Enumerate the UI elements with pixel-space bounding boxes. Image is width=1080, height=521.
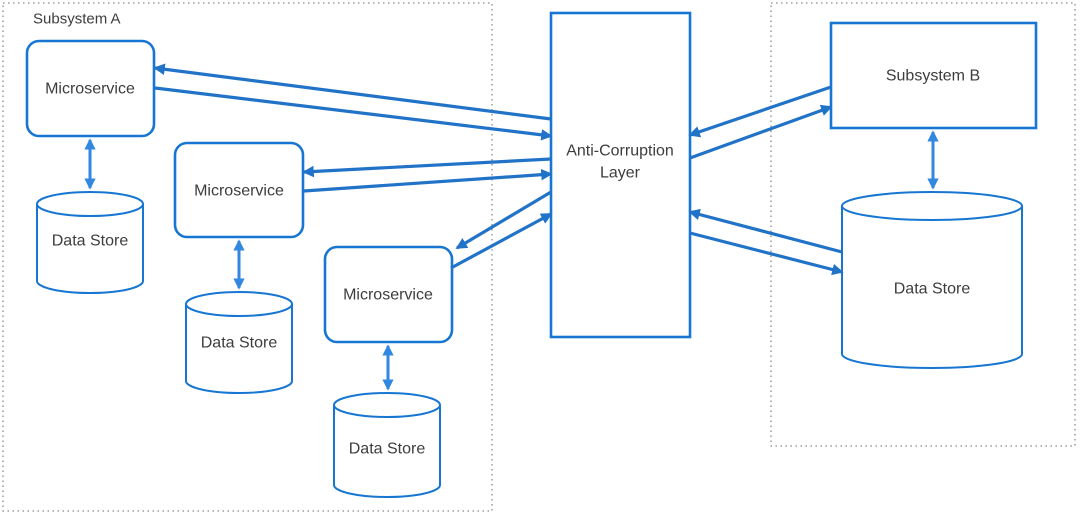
data-store-b-label: Data Store bbox=[894, 281, 971, 298]
data-store-2-label: Data Store bbox=[201, 335, 278, 352]
data-store-3-cylinder bbox=[333, 392, 441, 498]
connector-acl-to-subsystem-b bbox=[689, 104, 833, 160]
connector-microservice-3-to-acl bbox=[450, 212, 553, 270]
connector-acl-to-microservice-2 bbox=[302, 157, 552, 178]
microservice-2-label: Microservice bbox=[194, 183, 284, 200]
acl-label-line2: Layer bbox=[600, 165, 641, 182]
microservice-2-box bbox=[173, 141, 305, 239]
microservice-3-label: Microservice bbox=[343, 287, 433, 304]
subsystem-b-label: Subsystem B bbox=[886, 68, 980, 85]
acl-label-line1: Anti-Corruption bbox=[566, 143, 674, 160]
subsystem-b-box bbox=[829, 21, 1038, 130]
connector-subsystem-b-to-acl bbox=[688, 85, 832, 138]
data-store-2-cylinder bbox=[185, 291, 293, 394]
microservice-1-label: Microservice bbox=[45, 81, 135, 98]
subsystem-a-group-border bbox=[2, 2, 493, 512]
anti-corruption-layer-box bbox=[549, 11, 692, 339]
data-store-1-cylinder bbox=[36, 191, 144, 294]
microservice-3-box bbox=[323, 245, 454, 344]
subsystem-a-group-label: Subsystem A bbox=[33, 11, 121, 28]
connector-acl-to-microservice-3 bbox=[455, 190, 552, 250]
connector-acl-to-data-store-b bbox=[689, 231, 844, 276]
data-store-3-label: Data Store bbox=[349, 441, 426, 458]
data-store-b-cylinder bbox=[841, 191, 1023, 369]
connector-acl-to-microservice-1 bbox=[153, 63, 552, 121]
connector-data-store-b-to-acl bbox=[688, 208, 843, 254]
data-store-1-label: Data Store bbox=[52, 233, 129, 250]
connector-microservice-1-to-acl bbox=[154, 86, 553, 141]
subsystem-b-group-border bbox=[770, 2, 1076, 447]
microservice-1-box bbox=[25, 39, 156, 138]
connector-microservice-2-to-acl bbox=[303, 168, 553, 193]
